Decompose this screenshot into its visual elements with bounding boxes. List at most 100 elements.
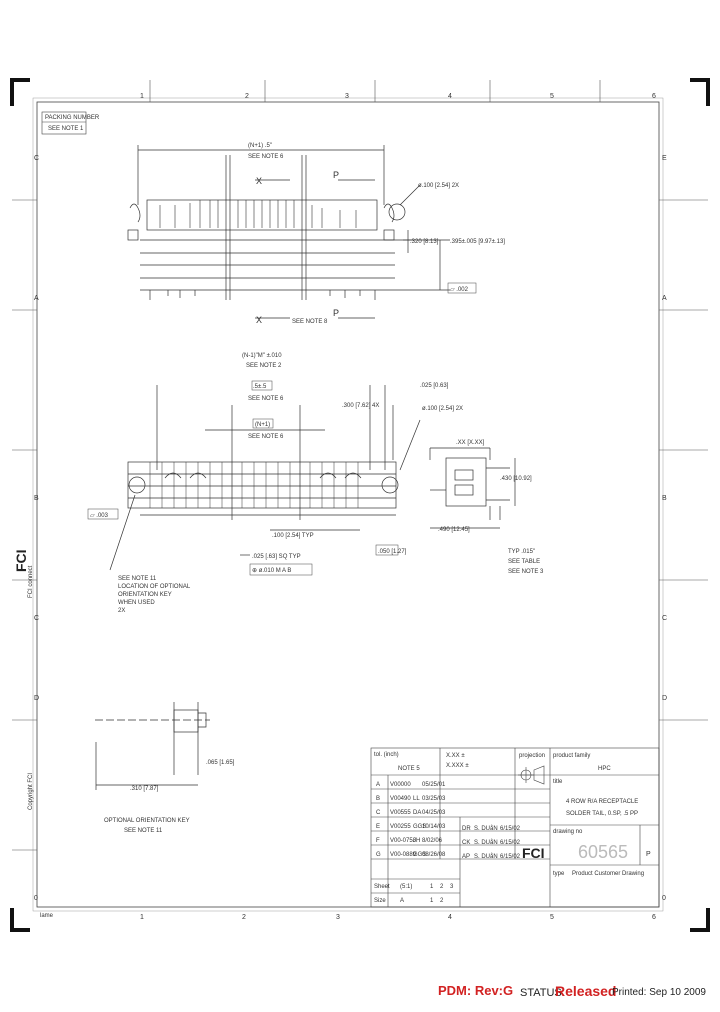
drawing-no-label: drawing no — [553, 829, 583, 835]
product-family-label: product family — [553, 753, 590, 759]
revision-letter: C — [376, 810, 381, 816]
revision-by: LL — [413, 796, 420, 802]
front-tol-box: ⊕ ø.010 M A B — [252, 568, 291, 574]
packing-box — [41, 111, 87, 135]
zone-left-3: B — [34, 495, 39, 502]
title-block — [370, 747, 660, 908]
sheet-n2: 2 — [440, 884, 444, 890]
approval-name: S. DUåN — [474, 853, 498, 860]
approval-name: S. DUåN — [474, 825, 498, 832]
packing-note: SEE NOTE 1 — [48, 126, 84, 132]
size-n2: 2 — [440, 898, 444, 904]
size-a: A — [400, 898, 404, 904]
packing-label: PACKING NUMBER — [45, 115, 100, 121]
front-see-note-2: SEE NOTE 2 — [246, 363, 282, 369]
drawing-frame — [36, 101, 660, 908]
outer-border — [32, 97, 664, 912]
zone-bottom-2: 2 — [242, 914, 246, 921]
front-dim-top-right: .025 [0.63] — [420, 383, 449, 389]
pdm-revision: PDM: Rev:G — [438, 983, 514, 998]
zone-left-2: A — [34, 295, 39, 302]
zone-left-6: 0 — [34, 895, 38, 902]
key-title: OPTIONAL ORIENTATION KEY — [104, 818, 190, 824]
callout-orientation: ORIENTATION KEY — [118, 592, 172, 598]
front-box-end: .050 [1.27] — [378, 549, 407, 555]
drawing-number: 60565 — [578, 842, 628, 862]
revision-ecn: V00255 — [390, 824, 411, 830]
zone-bottom-4: 4 — [448, 914, 452, 921]
callout-note-11: SEE NOTE 11 — [118, 576, 157, 582]
side-callout-typ: TYP .015" — [508, 549, 535, 555]
scale-label: tol. (inch) — [374, 752, 399, 758]
revision-by: DA — [413, 810, 421, 816]
zone-top-1: 1 — [140, 93, 144, 100]
revision-date: 05/25/01 — [422, 782, 446, 788]
approval-name: S. DUåN — [474, 839, 498, 846]
zone-bottom-3: 3 — [336, 914, 340, 921]
callout-2x: 2X — [118, 608, 125, 614]
top-dim-n1: (N+1) .5" — [248, 143, 272, 149]
approval-role: DR — [462, 826, 471, 832]
printed-date: Printed: Sep 10 2009 — [612, 987, 706, 998]
scale-value: NOTE 5 — [398, 766, 420, 772]
section-x-bottom: X — [256, 315, 262, 325]
zone-top-2: 2 — [245, 93, 249, 100]
size-row-label: Size — [374, 898, 386, 904]
fci-connect-text: FCI connect — [28, 565, 34, 598]
status-label: STATUS — [520, 987, 562, 999]
revision-ecn: V00-0889 — [390, 852, 417, 858]
front-box-a: .5±.5 — [253, 384, 267, 390]
zone-top-3: 3 — [345, 93, 349, 100]
sheet-scale: (5:1) — [400, 884, 412, 890]
front-see-note-a: SEE NOTE 6 — [248, 396, 284, 402]
side-dim-top: .XX [X.XX] — [456, 440, 485, 446]
type-label: type — [553, 871, 565, 877]
key-note: SEE NOTE 11 — [124, 828, 163, 834]
revision-date: 08/26/08 — [422, 852, 446, 858]
zone-top-6: 6 — [652, 93, 656, 100]
zone-bottom-5: 5 — [550, 914, 554, 921]
zone-bottom-6: 6 — [652, 914, 656, 921]
product-family-value: HPC — [598, 766, 611, 772]
top-dia-note: ø.100 [2.54] 2X — [418, 183, 459, 189]
sheet-row-label: Sheet — [374, 884, 390, 890]
title-line-2: SOLDER TAIL, 0.SP, .5 PP — [566, 811, 638, 817]
top-dim-right-a: .320 [8.13] — [410, 239, 439, 245]
revision-by: GGS — [413, 824, 426, 830]
key-view — [95, 702, 210, 790]
zone-bottom-1: 1 — [140, 914, 144, 921]
section-x-top: X — [256, 176, 262, 186]
approval-role: AP — [462, 854, 470, 860]
revision-letter: G — [376, 852, 381, 858]
revision-ecn: V00490 — [390, 796, 411, 802]
revision-date: 03/25/03 — [422, 796, 446, 802]
approval-date: 6/15/02 — [500, 826, 521, 832]
section-p-top: P — [333, 170, 339, 180]
status-footer: PDM: Rev:G STATUS Released Printed: Sep … — [0, 978, 720, 1008]
tol-value-2: X.XXX ± — [446, 763, 469, 769]
frame-mark: lame — [40, 913, 54, 919]
title-line-1: 4 ROW R/A RECEPTACLE — [566, 799, 638, 805]
front-row-dim: (N-1)"M" ±.010 — [242, 353, 282, 359]
front-dim-mid: .300 [7.62] 4X — [342, 403, 379, 409]
front-see-note-b: SEE NOTE 6 — [248, 434, 284, 440]
revision-by: GGS — [413, 852, 426, 858]
approval-date: 6/15/02 — [500, 854, 521, 860]
revision-ecn: V00-0758 — [390, 838, 417, 844]
sheet-n3: 3 — [450, 884, 454, 890]
side-fci-logo: FCI — [13, 549, 29, 572]
front-tp-dim: .025 [.63] SQ TYP — [252, 554, 301, 560]
revision-letter: A — [376, 782, 380, 788]
section-p-bottom: P — [333, 308, 339, 318]
revision-ecn: V00555 — [390, 810, 411, 816]
crop-marks — [10, 78, 710, 932]
front-view — [109, 385, 421, 571]
title-label: title — [553, 779, 563, 785]
zone-left-4: C — [34, 615, 39, 622]
revision-ecn: V00000 — [390, 782, 411, 788]
top-view — [127, 145, 450, 319]
revision-by: JH — [413, 838, 420, 844]
key-dim-bottom: .310 [7.87] — [130, 786, 159, 792]
